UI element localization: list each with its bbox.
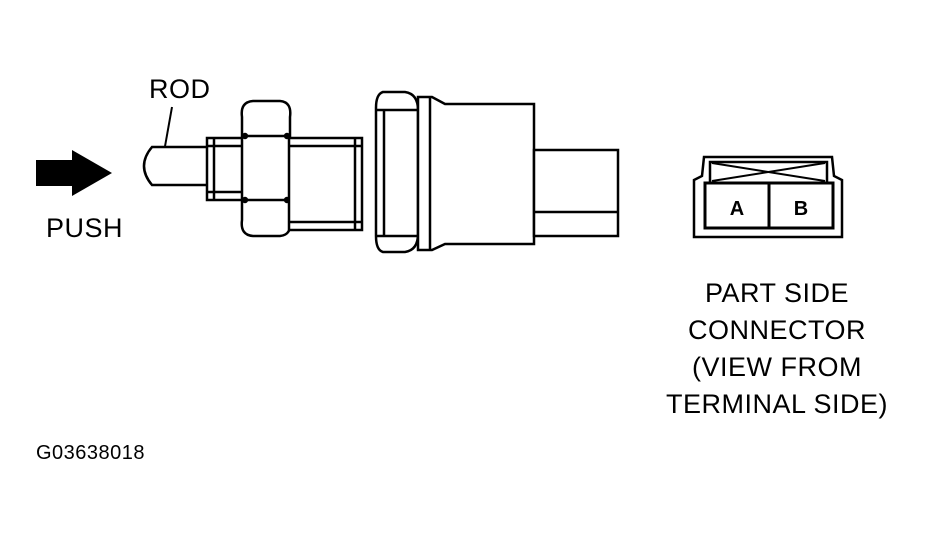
- terminal-b-label: B: [794, 198, 808, 220]
- rod-label: ROD: [149, 74, 211, 104]
- lock-nut: [240, 99, 292, 238]
- switch-connector-housing: [532, 148, 620, 238]
- caption-line: (VIEW FROM: [692, 352, 862, 382]
- push-arrow-icon: [36, 150, 112, 196]
- terminal-a-label: A: [730, 198, 744, 220]
- caption-line: PART SIDE: [704, 278, 850, 308]
- rod: [142, 145, 210, 187]
- switch-flange: [374, 90, 420, 254]
- rod-leader-line: [163, 106, 173, 153]
- threaded-shaft-right: [287, 136, 364, 232]
- connector-caption: PART SIDE CONNECTOR (VIEW FROM TERMINAL …: [652, 275, 902, 423]
- figure-id: G03638018: [36, 442, 146, 464]
- caption-line: CONNECTOR: [687, 315, 866, 345]
- switch-body: [416, 95, 536, 252]
- part-side-connector: [692, 155, 844, 239]
- caption-line: TERMINAL SIDE): [665, 389, 889, 419]
- threaded-shaft-left: [205, 136, 247, 202]
- push-label: PUSH: [46, 213, 124, 243]
